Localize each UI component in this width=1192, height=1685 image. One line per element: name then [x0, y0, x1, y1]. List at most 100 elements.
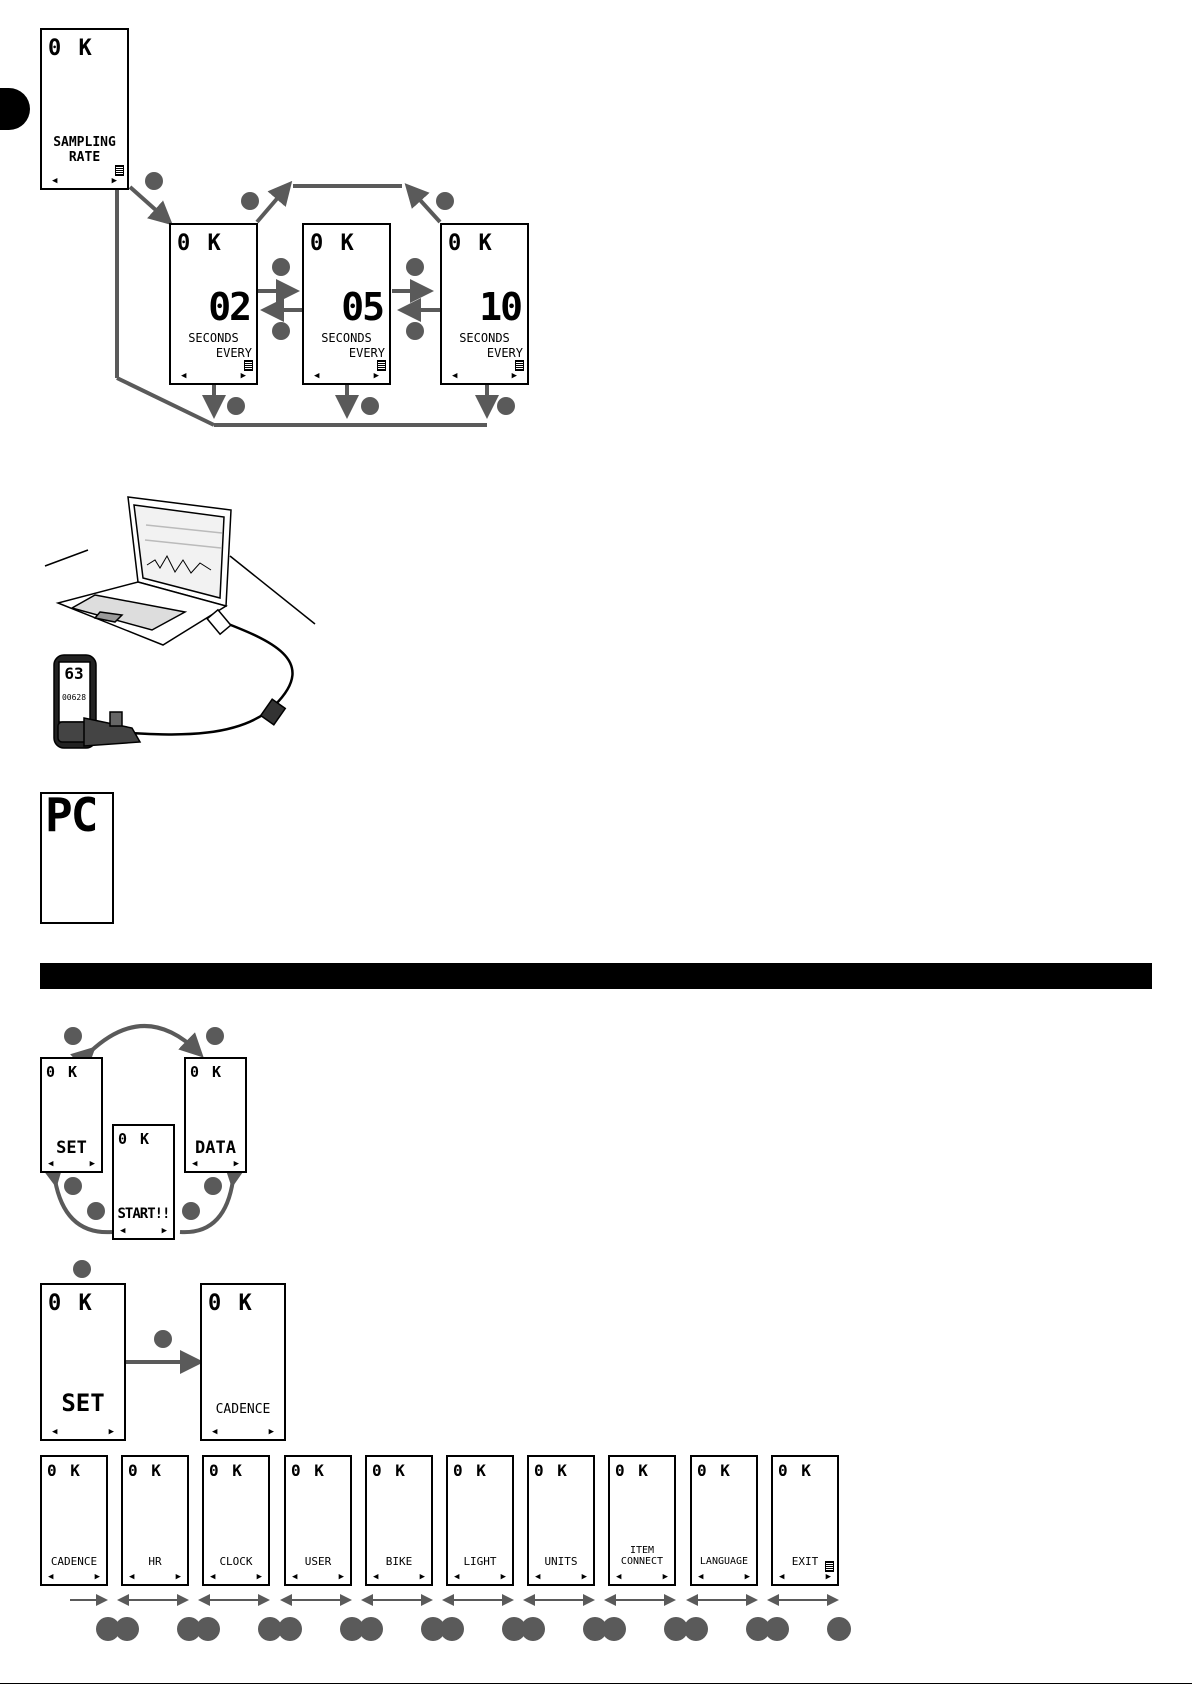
menu-item-label: LANGUAGE: [699, 1556, 749, 1567]
step-dot: [359, 1617, 383, 1641]
right-arrow-icon: ▶: [373, 371, 379, 381]
watch-top-value: 63: [64, 664, 84, 683]
step-dot: [64, 1177, 82, 1195]
screen-header: 0 K: [697, 1461, 732, 1480]
right-arrow-icon: ▶: [94, 1572, 100, 1582]
screen-header: 0 K: [46, 1063, 80, 1081]
sampling-unit: SECONDS: [188, 331, 239, 345]
sampling-every: EVERY: [486, 346, 523, 360]
screen-header: 0 K: [208, 1291, 254, 1316]
left-arrow-icon: ◀: [212, 1427, 218, 1437]
right-arrow-icon: ▶: [419, 1572, 425, 1582]
data-mode-screen: 0 K DATA ◀ ▶: [184, 1057, 247, 1173]
right-arrow-icon: ▶: [108, 1427, 114, 1437]
step-dot: [73, 1260, 91, 1278]
left-arrow-icon: ◀: [616, 1572, 622, 1582]
screen-header: 0 K: [310, 231, 356, 256]
left-arrow-icon: ◀: [192, 1159, 198, 1169]
pc-text: PC: [45, 788, 98, 842]
sampling-value: 05: [341, 285, 385, 329]
step-dot: [182, 1202, 200, 1220]
memory-icon: [825, 1561, 834, 1572]
step-dot: [497, 397, 515, 415]
screen-header: 0 K: [453, 1461, 488, 1480]
cadence-label: CADENCE: [215, 1402, 271, 1417]
step-dot: [204, 1177, 222, 1195]
right-arrow-icon: ▶: [581, 1572, 587, 1582]
step-dot: [64, 1027, 82, 1045]
step-dot: [154, 1330, 172, 1348]
cadence-screen: 0 K CADENCE ◀ ▶: [200, 1283, 286, 1441]
menu-item-label: CADENCE: [50, 1555, 98, 1568]
menu-item-label: UNITS: [544, 1555, 578, 1568]
left-arrow-icon: ◀: [452, 371, 458, 381]
left-arrow-icon: ◀: [129, 1572, 135, 1582]
step-dot: [272, 322, 290, 340]
screen-header: 0 K: [128, 1461, 163, 1480]
mode-label: DATA: [195, 1138, 236, 1158]
right-arrow-icon: ▶: [338, 1572, 344, 1582]
menu-item-screen: 0 K LANGUAGE ◀ ▶: [690, 1455, 758, 1586]
memory-icon: [115, 165, 124, 176]
screen-header: 0 K: [615, 1461, 650, 1480]
screen-header: 0 K: [291, 1461, 326, 1480]
step-dot: [406, 322, 424, 340]
screen-header: 0 K: [47, 1461, 82, 1480]
step-dot: [361, 397, 379, 415]
left-arrow-icon: ◀: [373, 1572, 379, 1582]
step-dot: [521, 1617, 545, 1641]
left-arrow-icon: ◀: [48, 1572, 54, 1582]
step-dot: [827, 1617, 851, 1641]
right-arrow-icon: ▶: [161, 1226, 167, 1236]
left-arrow-icon: ◀: [698, 1572, 704, 1582]
step-dot: [227, 397, 245, 415]
set-mode-screen: 0 K SET ◀ ▶: [40, 1057, 103, 1173]
left-arrow-icon: ◀: [120, 1226, 126, 1236]
right-arrow-icon: ▶: [268, 1427, 274, 1437]
left-arrow-icon: ◀: [52, 176, 58, 186]
screen-header: 0 K: [448, 231, 494, 256]
menu-item-screen: 0 K CADENCE ◀ ▶: [40, 1455, 108, 1586]
right-arrow-icon: ▶: [111, 176, 117, 186]
left-arrow-icon: ◀: [535, 1572, 541, 1582]
step-dot: [684, 1617, 708, 1641]
menu-item-label: USER: [304, 1555, 332, 1568]
right-arrow-icon: ▶: [175, 1572, 181, 1582]
left-arrow-icon: ◀: [314, 371, 320, 381]
screen-header: 0 K: [534, 1461, 569, 1480]
sampling-every: EVERY: [348, 346, 385, 360]
right-arrow-icon: ▶: [744, 1572, 750, 1582]
page-bottom-rule: [0, 1683, 1192, 1684]
menu-item-label: BIKE: [385, 1555, 413, 1568]
step-dot: [406, 258, 424, 276]
right-arrow-icon: ▶: [825, 1572, 831, 1582]
sampling-unit: SECONDS: [321, 331, 372, 345]
set-label: SET: [61, 1389, 105, 1417]
left-arrow-icon: ◀: [454, 1572, 460, 1582]
start-mode-screen: 0 K START!! ◀ ▶: [112, 1124, 175, 1240]
sampling-unit: SECONDS: [459, 331, 510, 345]
memory-icon: [515, 360, 524, 371]
right-arrow-icon: ▶: [500, 1572, 506, 1582]
memory-icon: [244, 360, 253, 371]
sampling-value: 10: [479, 285, 523, 329]
menu-item-label: CLOCK: [219, 1555, 253, 1568]
screen-header: 0 K: [48, 36, 94, 61]
pc-mode-screen: PC: [40, 788, 114, 924]
left-arrow-icon: ◀: [52, 1427, 58, 1437]
set-screen: 0 K SET ◀ ▶: [40, 1283, 126, 1441]
memory-icon: [377, 360, 386, 371]
left-arrow-icon: ◀: [210, 1572, 216, 1582]
step-dot: [87, 1202, 105, 1220]
left-arrow-icon: ◀: [181, 371, 187, 381]
screen-header: 0 K: [372, 1461, 407, 1480]
menu-item-label: ITEM CONNECT: [620, 1545, 664, 1567]
step-dot: [115, 1617, 139, 1641]
right-arrow-icon: ▶: [89, 1159, 95, 1169]
